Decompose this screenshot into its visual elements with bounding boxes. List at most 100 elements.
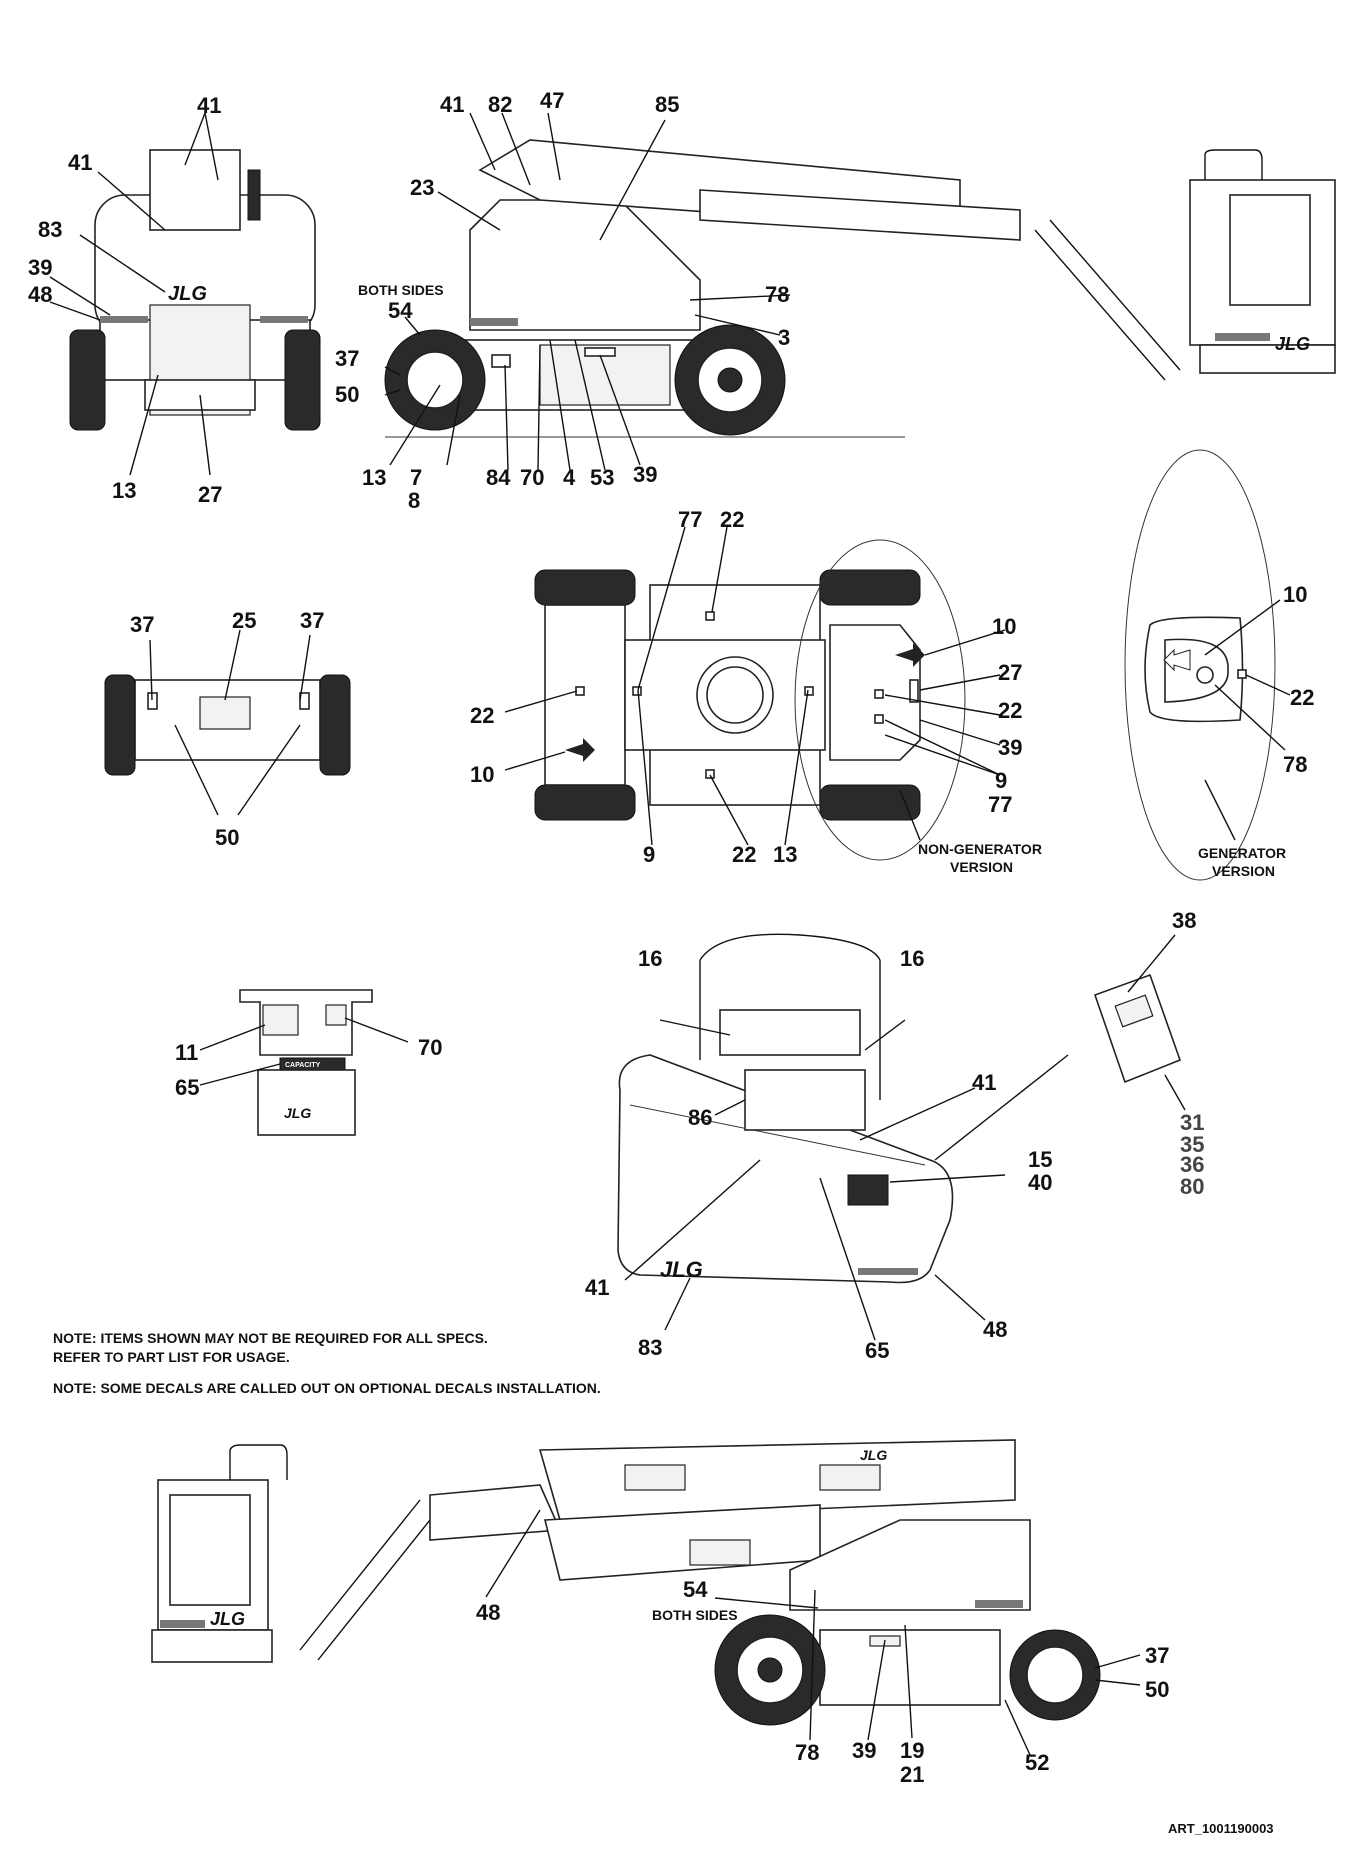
art-number: ART_1001190003: [1168, 1821, 1274, 1836]
callout-65: 65: [865, 1338, 889, 1363]
callout-50: 50: [1145, 1677, 1169, 1702]
control-box-view: CAPACITY JLG 11 70 65: [175, 989, 442, 1136]
callout-84: 84: [486, 465, 511, 490]
callout-77: 77: [678, 507, 702, 532]
callout-8: 8: [408, 488, 420, 513]
callout-78: 78: [1283, 752, 1307, 777]
callout-19: 19: [900, 1738, 924, 1763]
jlg-logo-decal: JLG: [284, 1105, 311, 1121]
callout-70: 70: [418, 1035, 442, 1060]
callout-39: 39: [28, 255, 52, 280]
callout-10: 10: [470, 762, 494, 787]
callout-35: 35: [1180, 1132, 1204, 1157]
rear-view: JLG 41 41 83 39 48 13 27: [28, 93, 321, 507]
note-line-1: NOTE: ITEMS SHOWN MAY NOT BE REQUIRED FO…: [53, 1330, 488, 1346]
callout-10: 10: [1283, 582, 1307, 607]
callout-22: 22: [1290, 685, 1314, 710]
callout-50: 50: [215, 825, 239, 850]
callout-10: 10: [992, 614, 1016, 639]
callout-48: 48: [476, 1600, 500, 1625]
callout-41: 41: [68, 150, 92, 175]
callout-21: 21: [900, 1762, 924, 1787]
callout-52: 52: [1025, 1750, 1049, 1775]
callout-11: 11: [175, 1040, 198, 1065]
callout-37: 37: [130, 612, 154, 637]
top-view: 77 22 10 27 22 39 22 10 9 77 9 22 13 NON…: [470, 507, 1042, 875]
front-view: 37 25 37 50: [104, 608, 351, 850]
callout-48: 48: [28, 282, 52, 307]
jlg-logo-decal: JLG: [210, 1609, 245, 1629]
callout-80: 80: [1180, 1174, 1204, 1199]
manual-case-view: 38 31 35 36 80: [1093, 908, 1204, 1199]
both-sides-caption: BOTH SIDES: [358, 282, 444, 298]
callout-16: 16: [638, 946, 662, 971]
jlg-logo-decal: JLG: [660, 1257, 703, 1282]
callout-9: 9: [995, 768, 1007, 793]
generator-caption-2: VERSION: [1212, 863, 1275, 879]
callout-16: 16: [900, 946, 924, 971]
callout-37: 37: [335, 346, 359, 371]
callout-27: 27: [198, 482, 222, 507]
callout-25: 25: [232, 608, 256, 633]
callout-65: 65: [175, 1075, 199, 1100]
callout-41: 41: [585, 1275, 609, 1300]
non-generator-caption: NON-GENERATOR: [918, 841, 1042, 857]
notes: NOTE: ITEMS SHOWN MAY NOT BE REQUIRED FO…: [53, 1330, 601, 1396]
callout-3: 3: [778, 325, 790, 350]
callout-39: 39: [633, 462, 657, 487]
callout-22: 22: [470, 703, 494, 728]
callout-53: 53: [590, 465, 614, 490]
callout-15: 15: [1028, 1147, 1052, 1172]
callout-36: 36: [1180, 1152, 1204, 1177]
callout-37: 37: [300, 608, 324, 633]
right-side-view: JLG 41 82 47 85 23 78 3: [335, 88, 1336, 513]
callout-41: 41: [440, 92, 464, 117]
callout-37: 37: [1145, 1643, 1169, 1668]
callout-13: 13: [112, 478, 136, 503]
callout-54: 54: [683, 1577, 708, 1602]
callout-23: 23: [410, 175, 434, 200]
callout-82: 82: [488, 92, 512, 117]
both-sides-caption: BOTH SIDES: [652, 1607, 738, 1623]
callout-41: 41: [972, 1070, 996, 1095]
jlg-logo-decal: JLG: [1275, 334, 1310, 354]
callout-4: 4: [563, 465, 576, 490]
callout-83: 83: [38, 217, 62, 242]
callout-22: 22: [732, 842, 756, 867]
callout-31: 31: [1180, 1110, 1204, 1135]
note-line-3: NOTE: SOME DECALS ARE CALLED OUT ON OPTI…: [53, 1380, 601, 1396]
callout-54: 54: [388, 298, 413, 323]
capacity-decal: CAPACITY: [285, 1062, 321, 1069]
callout-7: 7: [410, 465, 422, 490]
callout-50: 50: [335, 382, 359, 407]
callout-22: 22: [720, 507, 744, 532]
callout-78: 78: [765, 282, 789, 307]
callout-39: 39: [852, 1738, 876, 1763]
callout-83: 83: [638, 1335, 662, 1360]
non-generator-caption-2: VERSION: [950, 859, 1013, 875]
generator-caption: GENERATOR: [1198, 845, 1286, 861]
platform-view: JLG 16 16 41 86 15 40 41 83 65 48: [585, 933, 1069, 1363]
callout-27: 27: [998, 660, 1022, 685]
callout-13: 13: [362, 465, 386, 490]
callout-86: 86: [688, 1105, 712, 1130]
callout-40: 40: [1028, 1170, 1052, 1195]
jlg-logo-decal: JLG: [168, 283, 207, 305]
callout-39: 39: [998, 735, 1022, 760]
callout-47: 47: [540, 88, 564, 113]
callout-48: 48: [983, 1317, 1007, 1342]
callout-38: 38: [1172, 908, 1196, 933]
callout-77: 77: [988, 792, 1012, 817]
callout-22: 22: [998, 698, 1022, 723]
note-line-2: REFER TO PART LIST FOR USAGE.: [53, 1349, 290, 1365]
jlg-logo-decal: JLG: [860, 1447, 887, 1463]
generator-view: 10 22 78 GENERATOR VERSION: [1124, 449, 1314, 881]
callout-41: 41: [197, 93, 221, 118]
callout-78: 78: [795, 1740, 819, 1765]
left-side-view: JLG JLG 54 BOTH SIDES 48: [151, 1439, 1169, 1787]
callout-70: 70: [520, 465, 544, 490]
callout-13: 13: [773, 842, 797, 867]
callout-85: 85: [655, 92, 679, 117]
callout-9: 9: [643, 842, 655, 867]
